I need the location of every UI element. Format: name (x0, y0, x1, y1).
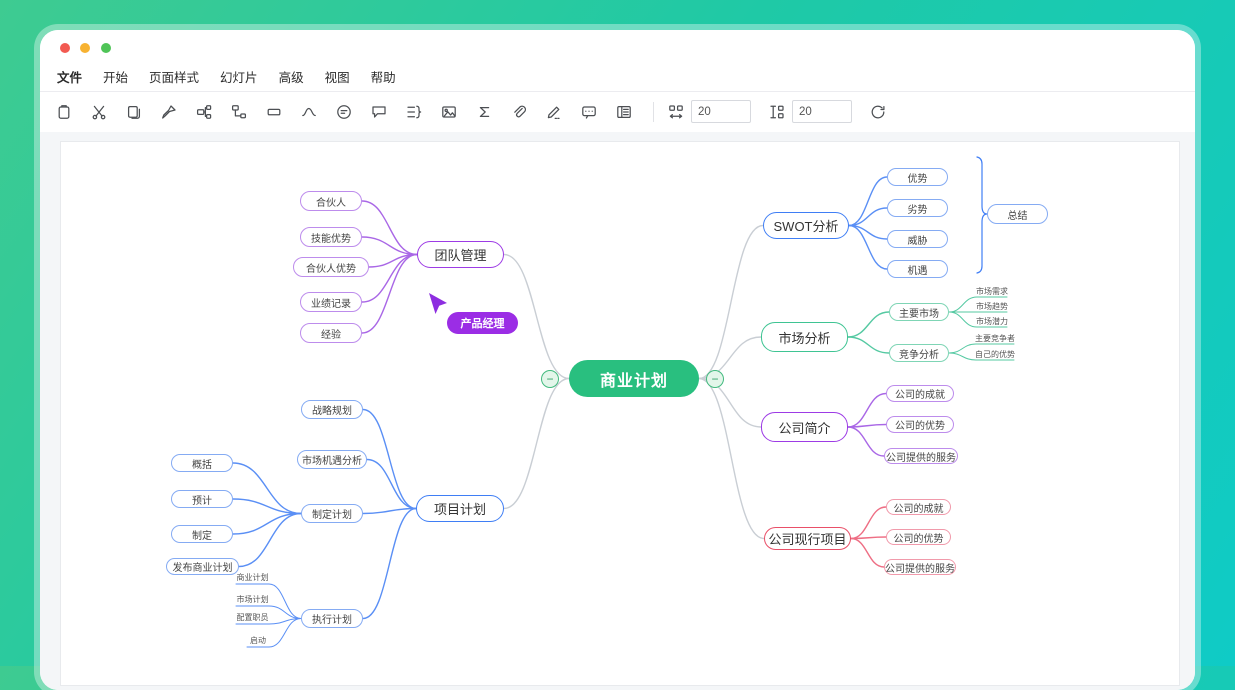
insert-topic-icon[interactable] (196, 104, 212, 120)
workspace: 商业计划 团队管理 合伙人技能优势合伙人优势业绩记录经验项目计划 战略规划市场机遇分析… (40, 132, 1195, 690)
collapse-button-left[interactable]: − (541, 370, 559, 388)
toolbar (40, 92, 1195, 131)
mindmap-node-demand-leaf[interactable]: 市场需求 (976, 287, 1008, 296)
mindmap-node-team[interactable]: 团队管理 (417, 241, 504, 268)
fullscreen-button[interactable] (101, 43, 111, 53)
mindmap-node-mkt-plan-leaf[interactable]: 市场计划 (236, 595, 269, 604)
cursor-pointer (429, 293, 447, 314)
format-painter-icon[interactable] (161, 104, 177, 120)
mindmap-node-adv-p[interactable]: 公司的优势 (886, 416, 954, 433)
mindmap-node-service-r[interactable]: 公司提供的服务 (884, 559, 956, 575)
horizontal-spacing-input-group (668, 100, 751, 123)
mindmap-node-swot[interactable]: SWOT分析 (763, 212, 849, 239)
menu-item-1[interactable]: 开始 (103, 71, 129, 85)
relationship-icon[interactable] (301, 104, 317, 120)
mindmap-node-skill[interactable]: 技能优势 (300, 227, 362, 247)
mindmap-node-own-adv-leaf[interactable]: 自己的优势 (975, 350, 1015, 359)
menu-item-5[interactable]: 视图 (324, 71, 350, 85)
mindmap-node-partner[interactable]: 合伙人 (300, 191, 362, 211)
handwriting-icon[interactable] (546, 104, 562, 120)
mindmap-node-exec-plan[interactable]: 执行计划 (301, 609, 363, 628)
cut-icon[interactable] (91, 104, 107, 120)
mindmap-node-partner-adv[interactable]: 合伙人优势 (293, 257, 369, 277)
annotation-icon[interactable] (336, 104, 352, 120)
mindmap-node-formulate[interactable]: 制定 (171, 525, 233, 543)
mindmap-node-achieve-r[interactable]: 公司的成就 (886, 499, 951, 515)
collapse-button-right[interactable]: − (706, 370, 724, 388)
titlebar (40, 30, 1195, 62)
mindmap-node-estimate[interactable]: 预计 (171, 490, 233, 508)
mindmap-node-outline-sub[interactable]: 概括 (171, 454, 233, 472)
menubar: 文件 开始 页面样式 幻灯片 高级 视图 帮助 (40, 62, 1195, 92)
toolbar-divider (653, 101, 654, 122)
mindmap-node-service-p[interactable]: 公司提供的服务 (884, 448, 958, 464)
insert-subtopic-icon[interactable] (231, 104, 247, 120)
mindmap-node-company[interactable]: 公司简介 (761, 412, 848, 442)
menu-item-3[interactable]: 幻灯片 (220, 71, 258, 85)
minimize-button[interactable] (80, 43, 90, 53)
mindmap-node-competition[interactable]: 竞争分析 (889, 344, 949, 362)
floating-topic-icon[interactable] (266, 104, 282, 120)
mindmap-node-market-opp[interactable]: 市场机遇分析 (297, 450, 367, 469)
vertical-spacing-input-group (769, 100, 852, 123)
horizontal-spacing-input[interactable] (691, 100, 751, 123)
callout-icon[interactable] (371, 104, 387, 120)
v-spacing-icon[interactable] (769, 104, 785, 120)
mindmap-node-current[interactable]: 公司现行项目 (764, 527, 851, 550)
menu-item-6[interactable]: 帮助 (370, 71, 396, 85)
vertical-spacing-input[interactable] (792, 100, 852, 123)
close-button[interactable] (60, 43, 70, 53)
paste-icon[interactable] (56, 104, 72, 120)
refresh-icon[interactable] (870, 104, 886, 120)
mindmap-node-adv-r[interactable]: 公司的优势 (886, 529, 951, 545)
mindmap-node-threat[interactable]: 威胁 (887, 230, 948, 248)
mindmap-node-center[interactable]: 商业计划 (569, 360, 699, 397)
mindmap-node-strength[interactable]: 优势 (887, 168, 948, 186)
mindmap-node-main-market[interactable]: 主要市场 (889, 303, 949, 321)
mindmap-node-record[interactable]: 业绩记录 (300, 292, 362, 312)
link-icon[interactable] (511, 104, 527, 120)
mindmap-node-make-plan[interactable]: 制定计划 (301, 504, 363, 523)
summary-icon[interactable] (406, 104, 422, 120)
copy-icon[interactable] (126, 104, 142, 120)
menu-item-4[interactable]: 高级 (278, 71, 304, 85)
mindmap-node-trend-leaf[interactable]: 市场趋势 (976, 302, 1008, 311)
mindmap-node-potential-leaf[interactable]: 市场潜力 (976, 317, 1008, 326)
mindmap-node-pm-tag[interactable]: 产品经理 (447, 312, 518, 334)
mindmap-node-competitor-leaf[interactable]: 主要竞争者 (975, 334, 1015, 343)
menu-item-0[interactable]: 文件 (57, 71, 83, 85)
mindmap-node-exp[interactable]: 经验 (300, 323, 362, 343)
app-window: 文件 开始 页面样式 幻灯片 高级 视图 帮助 商业计划 团队管理 合伙人技能优势合伙人优势业绩… (40, 30, 1195, 690)
mindmap-node-launch-leaf[interactable]: 启动 (250, 636, 266, 645)
mindmap-node-achieve-p[interactable]: 公司的成就 (886, 385, 954, 402)
mindmap-node-project[interactable]: 项目计划 (416, 495, 504, 522)
menu-item-2[interactable]: 页面样式 (149, 71, 200, 85)
mindmap-canvas[interactable]: 商业计划 团队管理 合伙人技能优势合伙人优势业绩记录经验项目计划 战略规划市场机遇分析… (60, 141, 1180, 686)
mindmap-node-staff-leaf[interactable]: 配置职员 (236, 613, 269, 622)
mindmap-node-market[interactable]: 市场分析 (761, 322, 848, 352)
mindmap-node-weakness[interactable]: 劣势 (887, 199, 948, 217)
formula-icon[interactable] (476, 104, 492, 120)
mindmap-node-opportunity[interactable]: 机遇 (887, 260, 948, 278)
image-icon[interactable] (441, 104, 457, 120)
h-spacing-icon[interactable] (668, 104, 684, 120)
mindmap-node-strategy[interactable]: 战略规划 (301, 400, 363, 419)
comment-icon[interactable] (581, 104, 597, 120)
mindmap-node-biz-plan-leaf[interactable]: 商业计划 (236, 573, 269, 582)
outline-icon[interactable] (616, 104, 632, 120)
mindmap-node-summary[interactable]: 总结 (987, 204, 1048, 224)
mindmap-node-publish[interactable]: 发布商业计划 (166, 558, 239, 575)
